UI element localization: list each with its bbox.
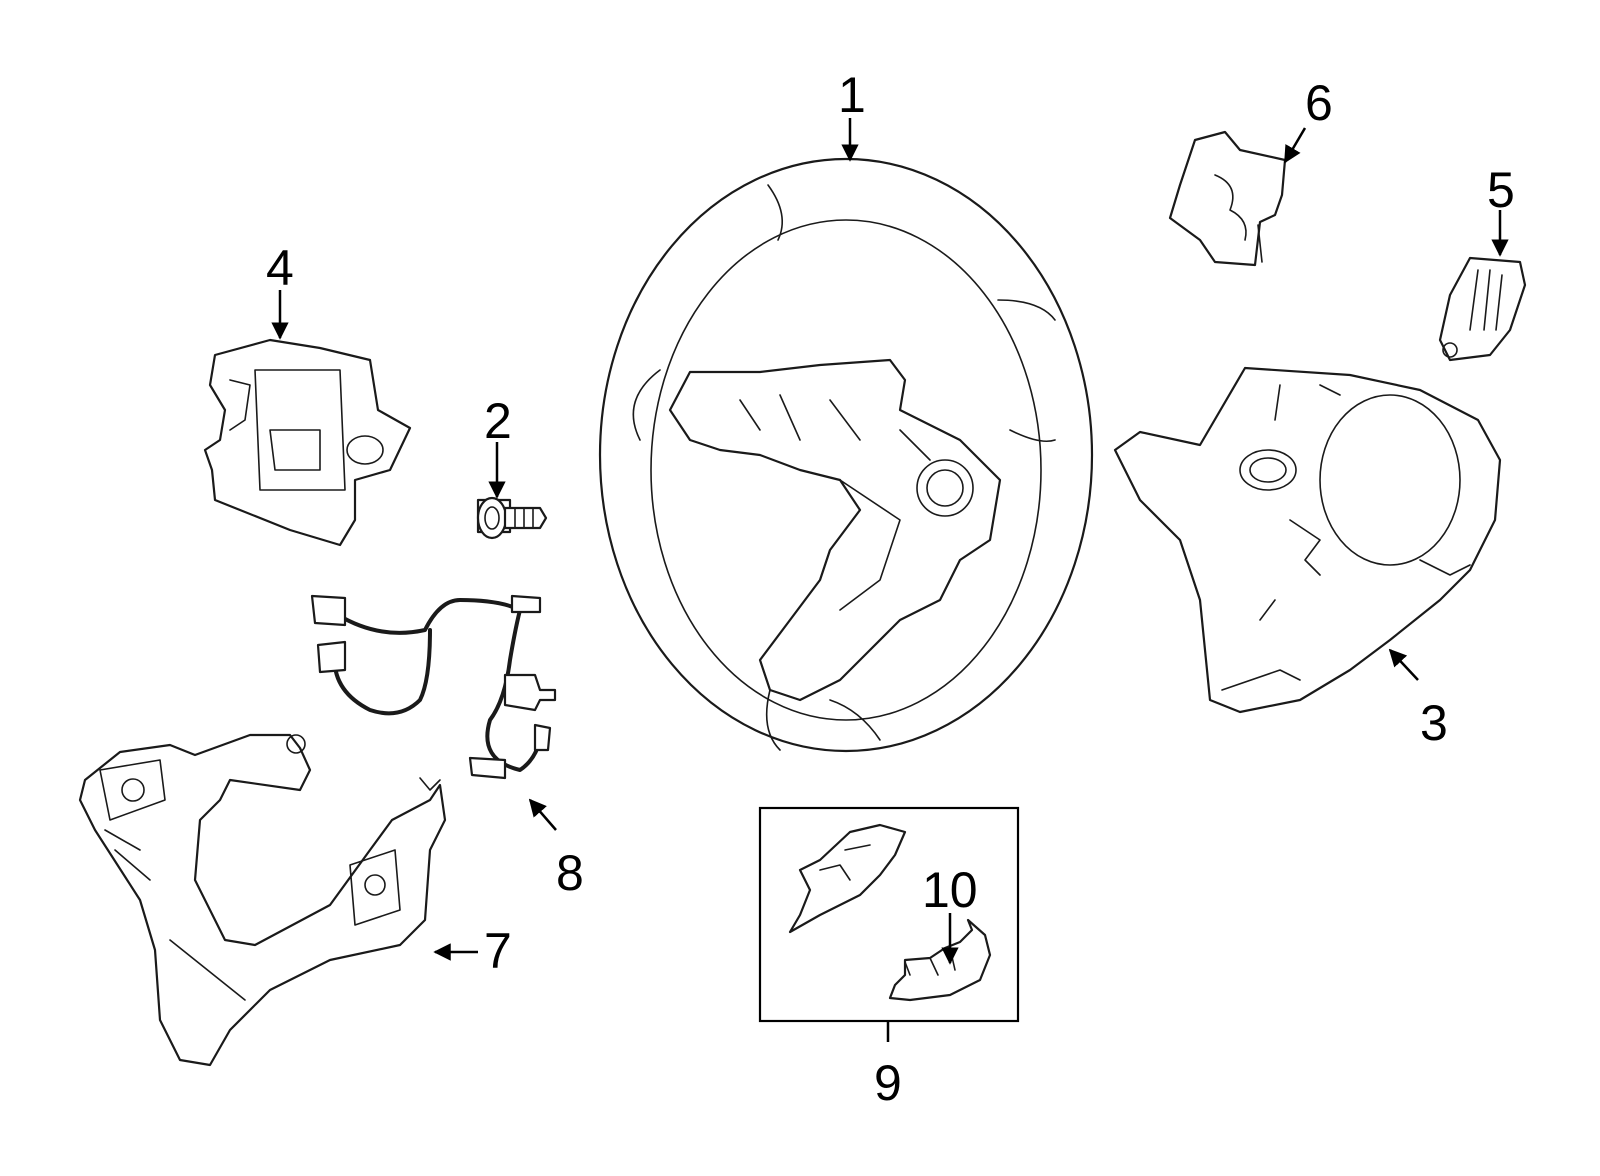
- wire-harness-part: [310, 594, 557, 780]
- part-9-box: [758, 806, 1020, 1023]
- callout-3: 3: [1420, 695, 1448, 751]
- small-switch-part: [1438, 256, 1527, 362]
- callout-6: 6: [1305, 75, 1333, 131]
- callout-labels: 1 2 3 4 5 6 7 8 9 10: [266, 67, 1515, 1111]
- switch-cover-part: [788, 823, 907, 934]
- callout-10: 10: [922, 862, 978, 918]
- callout-5: 5: [1487, 162, 1515, 218]
- steering-wheel-part: [598, 157, 1094, 753]
- callout-9: 9: [874, 1055, 902, 1111]
- callout-4: 4: [266, 240, 294, 296]
- switch-part: [1168, 130, 1287, 267]
- callout-8: 8: [556, 845, 584, 901]
- bracket-part: [203, 338, 412, 547]
- callout-7: 7: [484, 923, 512, 979]
- callout-2: 2: [484, 393, 512, 449]
- callout-1: 1: [838, 67, 866, 123]
- leader-lines: [271, 118, 1509, 1042]
- trim-piece-part: [888, 918, 992, 1002]
- bolt-part: [476, 496, 548, 540]
- switch-assembly-part: [78, 733, 447, 1067]
- lower-cover-part: [1113, 366, 1502, 714]
